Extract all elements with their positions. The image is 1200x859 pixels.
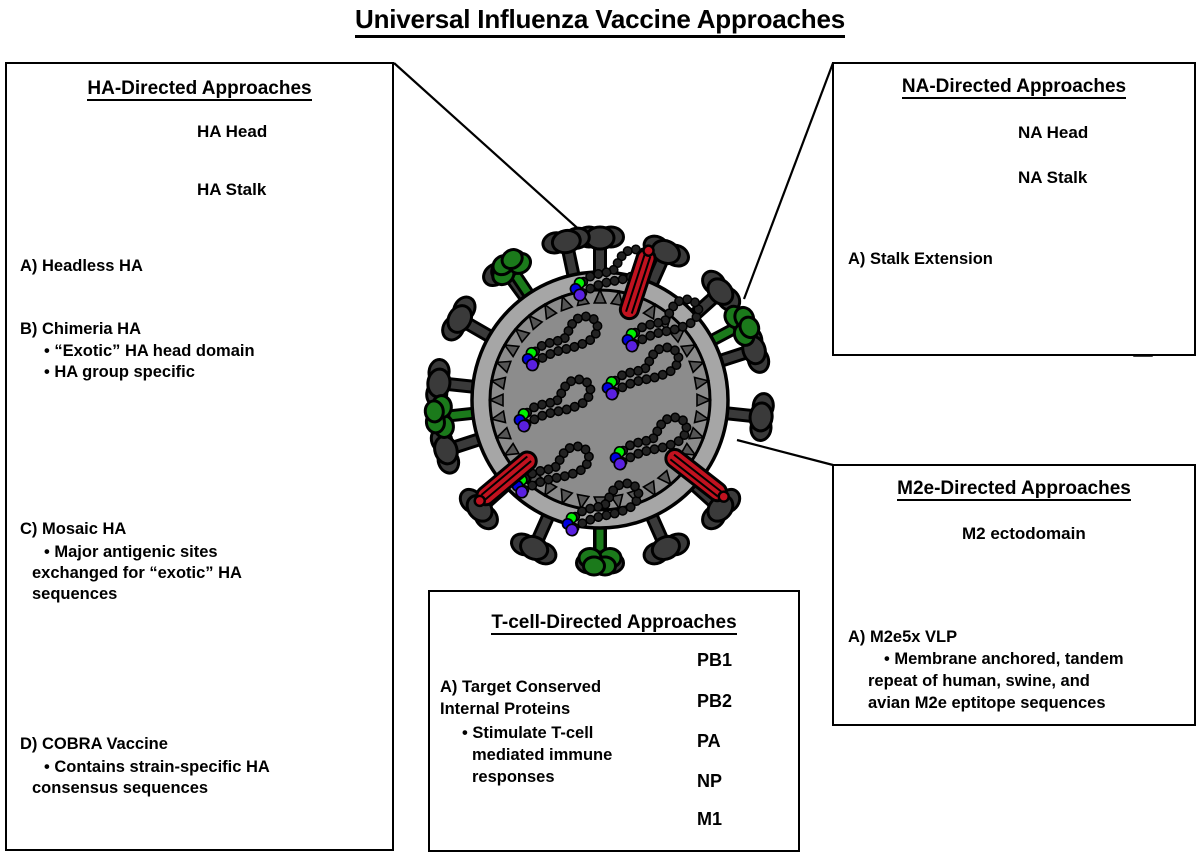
item-tcell-label-line-1: A) Target Conserved [440, 678, 602, 696]
legend-label-np: NP [697, 771, 723, 791]
label-ha-head: HA Head [197, 122, 268, 141]
label-ha-stalk: HA Stalk [197, 180, 267, 199]
figure-title-text: Universal Influenza Vaccine Approaches [355, 4, 845, 38]
na-spike [577, 520, 623, 577]
panel-m2e-directed [832, 464, 1196, 726]
item-headless-ha-label: A) Headless HA [20, 257, 143, 275]
connector-m2e-to-virion [736, 438, 834, 467]
legend-label-m1: M1 [697, 809, 723, 829]
panel-tcell-title-text: T-cell-Directed Approaches [491, 612, 737, 635]
item-m2e5x-bullet-2: repeat of human, swine, and [868, 672, 1090, 690]
item-chimeria-ha-bullet-1: • “Exotic” HA head domain [44, 342, 255, 360]
item-chimeria-ha-bullet-2: • HA group specific [44, 363, 195, 381]
item-tcell-label-line-2: Internal Proteins [440, 700, 571, 718]
callout-connector-lines [393, 62, 835, 467]
figure-title: Universal Influenza Vaccine Approaches [0, 4, 1200, 38]
item-mosaic-ha-bullet-1: • Major antigenic sites [44, 543, 218, 561]
panel-ha-title: HA-Directed Approaches [5, 78, 394, 101]
item-cobra-bullet-2: consensus sequences [32, 779, 209, 797]
item-m2e5x-bullet-1: • Membrane anchored, tandem [884, 650, 1124, 668]
legend-label-pb2: PB2 [697, 691, 733, 711]
item-cobra-bullet-1: • Contains strain-specific HA [44, 758, 270, 776]
panel-tcell-title: T-cell-Directed Approaches [428, 612, 800, 635]
connector-ha-to-virion [393, 62, 605, 253]
panel-ha-directed [5, 62, 394, 851]
label-na-stalk: NA Stalk [1018, 168, 1088, 187]
panel-na-title: NA-Directed Approaches [832, 76, 1196, 99]
item-mosaic-ha-bullet-3: sequences [32, 585, 118, 603]
rnp-segment [513, 374, 596, 433]
rnp-segment [609, 412, 692, 471]
item-mosaic-ha-label: C) Mosaic HA [20, 520, 127, 538]
label-na-head: NA Head [1018, 123, 1089, 142]
rnp-segment [561, 478, 644, 537]
item-chimeria-ha-label: B) Chimeria HA [20, 320, 142, 338]
item-m2e5x-bullet-3: avian M2e eptitope sequences [868, 694, 1106, 712]
panel-na-title-text: NA-Directed Approaches [901, 76, 1127, 99]
panel-m2e-title: M2e-Directed Approaches [832, 478, 1196, 501]
rnp-segment [521, 311, 603, 372]
rnp-segment [601, 342, 684, 401]
rnp-segment [511, 441, 594, 499]
influenza-virion [422, 224, 777, 577]
label-m2-ectodomain: M2 ectodomain [962, 524, 1086, 543]
item-tcell-bullet-3: responses [472, 768, 555, 786]
rnp-segment [621, 294, 704, 353]
panel-na-directed [832, 62, 1196, 356]
item-m2e5x-label: A) M2e5x VLP [848, 628, 958, 646]
item-tcell-bullet-1: • Stimulate T-cell [462, 724, 594, 742]
legend-label-pb1: PB1 [697, 650, 733, 670]
panel-tcell-directed [428, 590, 800, 852]
connector-na-to-virion [742, 62, 835, 300]
item-cobra-label: D) COBRA Vaccine [20, 735, 168, 753]
panel-ha-title-text: HA-Directed Approaches [87, 78, 312, 101]
item-tcell-bullet-2: mediated immune [472, 746, 613, 764]
item-mosaic-ha-bullet-2: exchanged for “exotic” HA [32, 564, 242, 582]
panel-m2e-title-text: M2e-Directed Approaches [897, 478, 1131, 501]
item-stalk-extension-label: A) Stalk Extension [848, 250, 993, 268]
legend-label-pa: PA [697, 731, 721, 751]
